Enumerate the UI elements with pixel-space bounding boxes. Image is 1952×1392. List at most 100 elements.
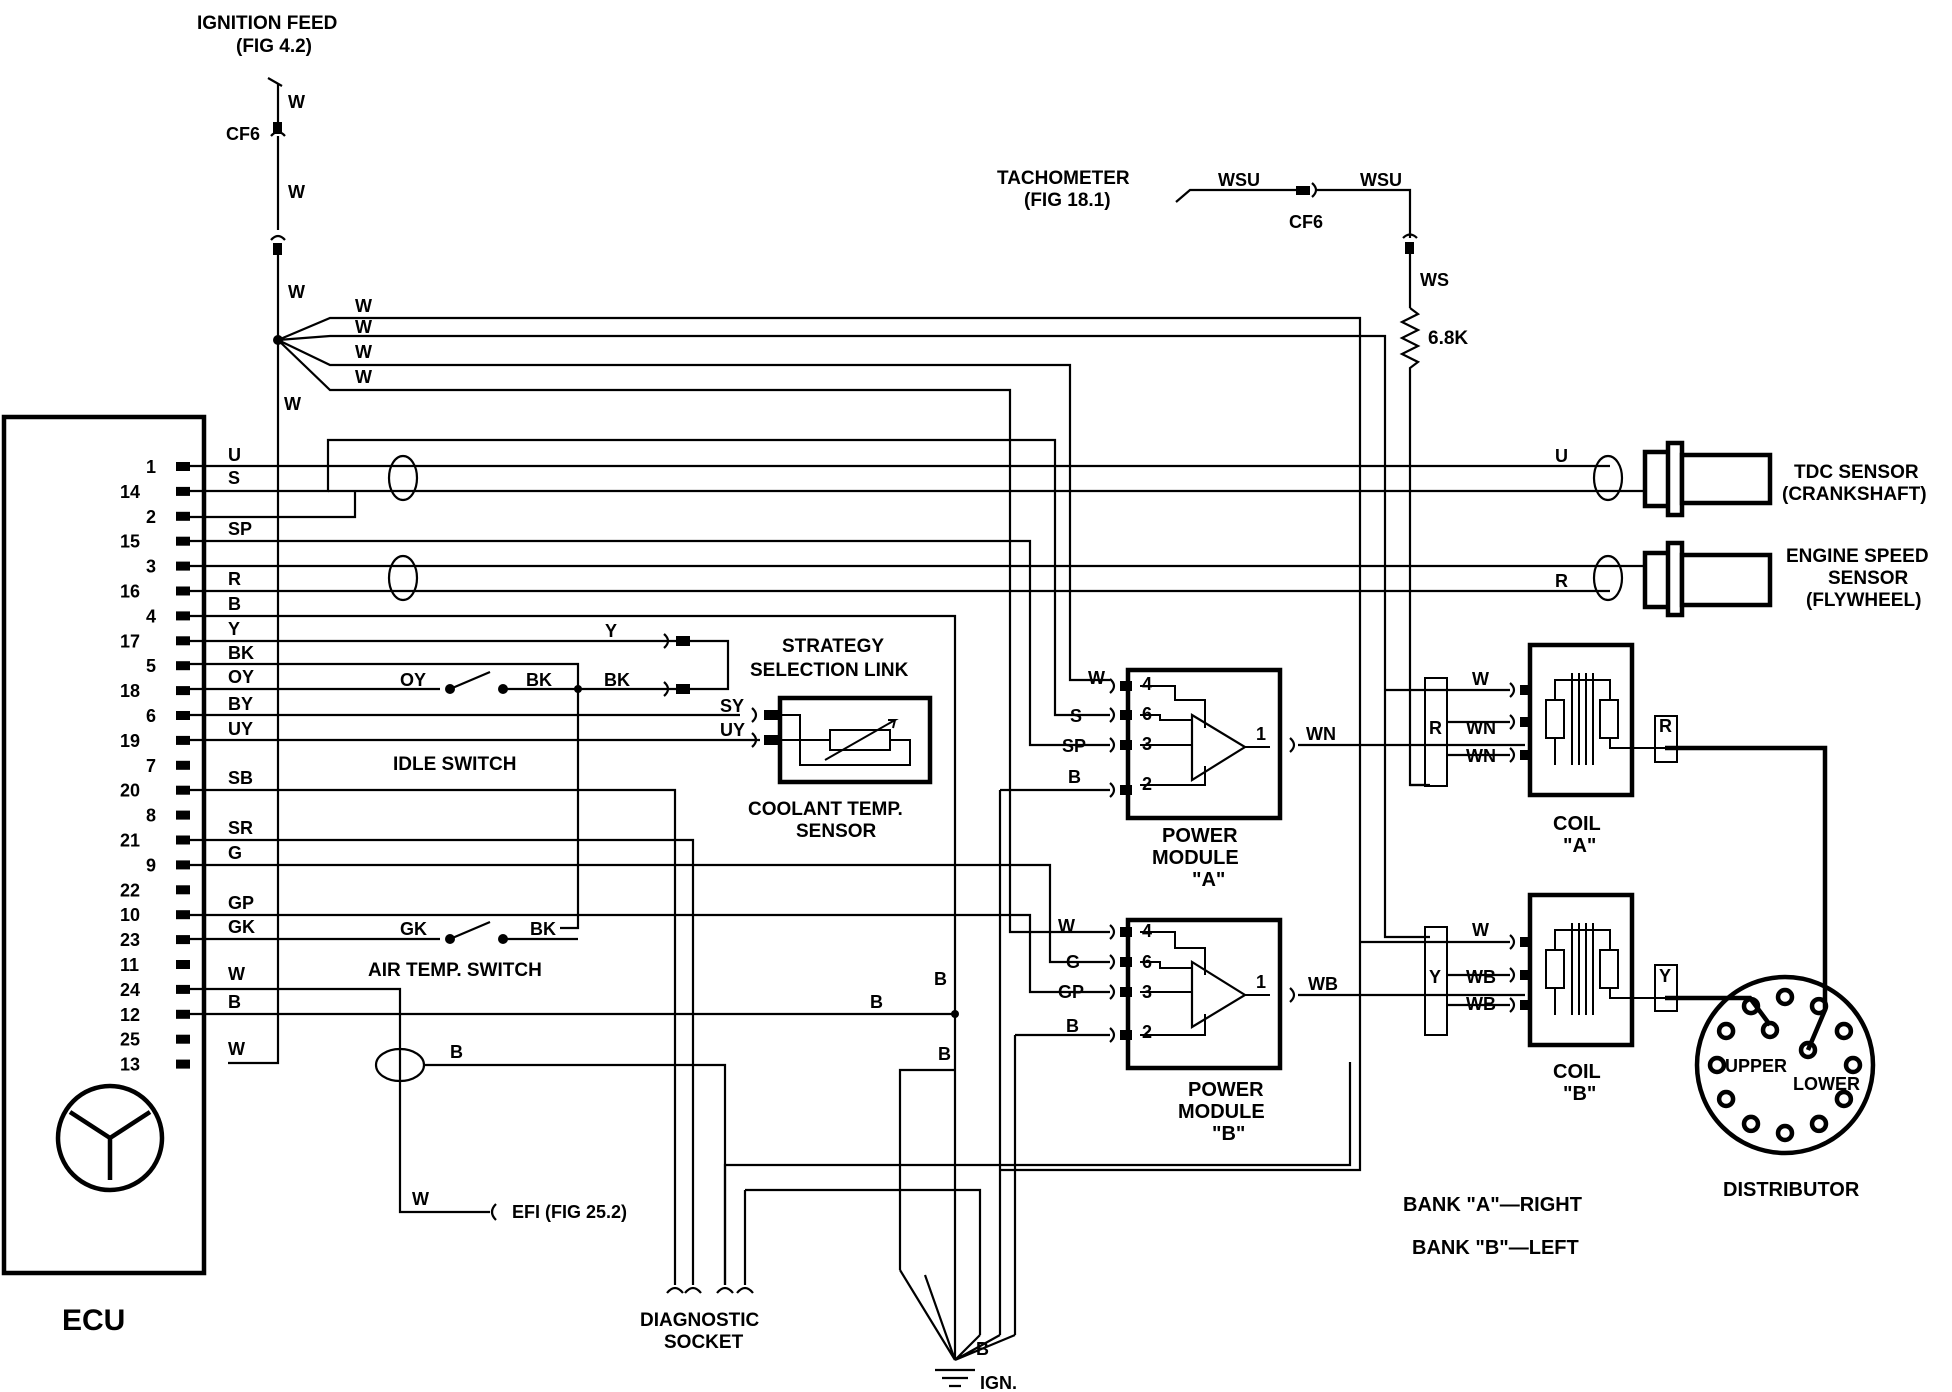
connector-pin [1120,740,1132,750]
block-y-label: Y [1429,967,1441,987]
ecu-terminal [176,760,190,770]
connector-socket [1509,934,1516,950]
wire-label-uy: UY [228,719,253,739]
tdc-sensor-line1: TDC SENSOR [1794,462,1919,483]
distributor-terminal [1716,1021,1736,1041]
ground-label: IGN. [980,1373,1017,1392]
wire-label-y: Y [605,621,617,641]
w-splice-wires: W W W W W [228,296,1430,1172]
ecu-terminal [176,835,190,845]
module-connectors [1109,678,1532,1043]
connector-socket [1109,954,1116,970]
distributor-terminal [1843,1055,1863,1075]
ecu-pin-6: 6 [146,706,156,726]
wire-label-oy: OY [400,670,426,690]
wire-label-w: W [1472,669,1489,689]
connector-socket [1509,682,1516,698]
bank-b-note: BANK "B"—LEFT [1412,1237,1579,1259]
connector-socket [1109,984,1116,1000]
connector-pin [1520,1000,1532,1010]
ecu-terminal [176,486,190,496]
bank-notes: BANK "A"—RIGHT BANK "B"—LEFT [1403,1194,1582,1259]
ecu-terminal [176,1034,190,1044]
wire-label-wb: WB [1466,967,1496,987]
ecu-pin-16: 16 [120,582,140,602]
connector-block-y: Y W WB WB [1360,920,1510,1036]
ecu-pin-3: 3 [146,557,156,577]
strategy-link-line2: SELECTION LINK [750,660,909,681]
strategy-selection-link: STRATEGY SELECTION LINK [663,633,909,697]
wire-label-r: R [1555,571,1568,591]
block-y-label: Y [1659,966,1671,986]
wire-label-w: W [1058,916,1075,936]
connector-socket [1509,997,1516,1013]
wire-label-b: B [228,594,241,614]
speed-sensor-line1: ENGINE SPEED [1786,546,1929,567]
engine-speed-sensor: ENGINE SPEED SENSOR (FLYWHEEL) [1642,540,1929,618]
diagnostic-socket-line1: DIAGNOSTIC [640,1310,760,1331]
pm-b-line1: POWER [1188,1079,1264,1101]
wire-label-b: B [976,1339,989,1359]
ecu-pin-19: 19 [120,731,140,751]
wire-label-sp: SP [1062,736,1086,756]
diagnostic-socket: DIAGNOSTIC SOCKET [640,1062,1352,1353]
tdc-sensor-line2: (CRANKSHAFT) [1782,484,1927,505]
pm-a-line3: "A" [1192,869,1225,891]
wire-label-w: W [1088,668,1105,688]
distributor-terminals [1707,987,1863,1143]
connector-socket [1109,924,1116,940]
ecu-pin-7: 7 [146,756,156,776]
wire-label-w: W [288,92,305,112]
distributor-terminal [1834,1089,1854,1109]
connector-pin [1120,681,1132,691]
connector-pin [1520,970,1532,980]
pm-a-line2: MODULE [1152,847,1239,869]
wire-label-b: B [870,992,883,1012]
connector-cf6-tach: CF6 [1289,212,1323,232]
wire-label-gk: GK [400,919,427,939]
pm-b-pin-6: 6 [1142,952,1152,972]
distributor-terminal [1834,1021,1854,1041]
wire-label-bk: BK [604,670,630,690]
idle-switch-label: IDLE SWITCH [393,754,517,775]
ecu-pin-22: 22 [120,880,140,900]
connector-socket [1109,782,1116,798]
ignition-feed-title: IGNITION FEED [197,13,337,34]
connector-socket [1509,714,1516,730]
connector-socket [1109,737,1116,753]
module-output-wires: WN WB [1298,724,1525,997]
ecu-terminal [176,935,190,945]
coolant-temp-sensor: COOLANT TEMP. SENSOR [748,695,933,842]
ecu-terminal [176,735,190,745]
pm-b-line3: "B" [1212,1123,1245,1145]
connector-pin [1120,987,1132,997]
connector-pin [273,122,282,134]
wire-label-sr: SR [228,818,253,838]
ecu-terminal [176,586,190,596]
wire-label-ws: WS [1420,270,1449,290]
distributor-label: DISTRIBUTOR [1723,1179,1860,1201]
distributor-upper: UPPER [1725,1056,1787,1076]
tachometer-ref: (FIG 18.1) [1024,190,1111,211]
ecu-terminal [176,686,190,696]
ecu-terminal [176,661,190,671]
pm-a-pin-1: 1 [1256,724,1266,744]
resistor-value: 6.8K [1428,328,1468,349]
pm-b-line2: MODULE [1178,1101,1265,1123]
ecu-pin-25: 25 [120,1030,140,1050]
pm-a-pin-6: 6 [1142,704,1152,724]
wire-label-w: W [284,394,301,414]
distributor-terminal [1809,1114,1829,1134]
ecu-terminal [176,462,190,471]
ecu-terminal [176,636,190,646]
power-module-b: 4 6 3 2 1 W G GP B POWER MODULE "B" [1058,916,1283,1145]
wire-label-y: Y [228,619,240,639]
wire-label-b: B [934,969,947,989]
coil-b-line2: "B" [1563,1083,1596,1105]
speed-sensor-line3: (FLYWHEEL) [1806,590,1921,611]
wire-label-b: B [1068,767,1081,787]
wire-label-s: S [228,468,240,488]
connector-socket [1109,678,1116,694]
wire-label-b: B [450,1042,463,1062]
connector-pin [1120,785,1132,795]
